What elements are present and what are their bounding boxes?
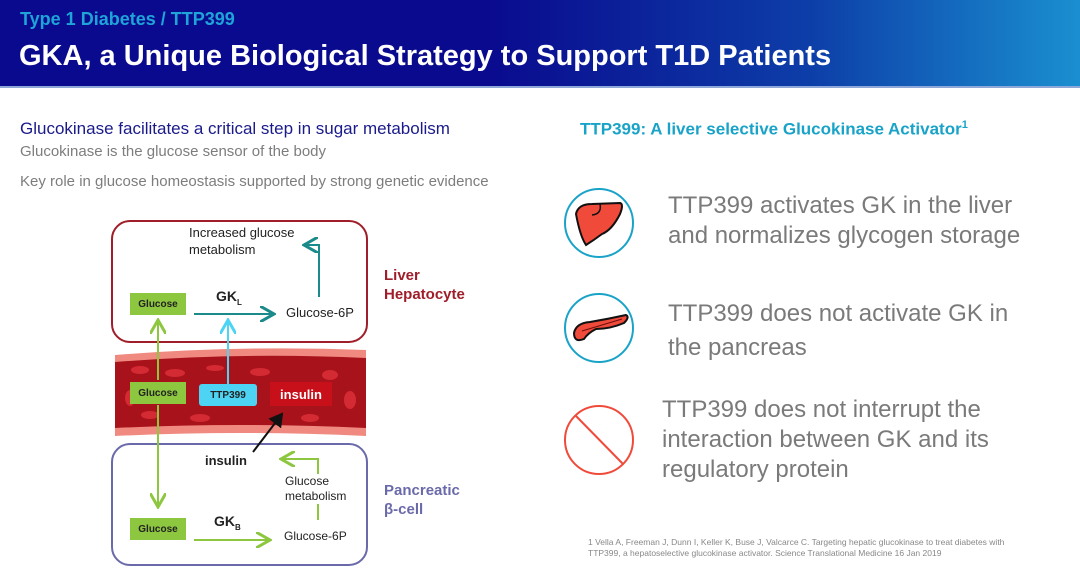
- gkb-label: GKB: [214, 513, 241, 532]
- right-title: TTP399: A liver selective Glucokinase Ac…: [580, 119, 968, 140]
- liver-cell-box: [111, 220, 368, 343]
- liver-g6p-label: Glucose-6P: [286, 305, 354, 320]
- liver-icon: [564, 188, 634, 258]
- right-title-text: TTP399: A liver selective Glucokinase Ac…: [580, 119, 962, 139]
- breadcrumb: Type 1 Diabetes / TTP399: [20, 9, 235, 29]
- gkl-text: GK: [216, 288, 237, 304]
- pancreatic-beta-cell-label: Pancreatic β-cell: [384, 481, 460, 519]
- blood-insulin-box: insulin: [270, 382, 332, 406]
- left-heading: Glucokinase facilitates a critical step …: [20, 119, 450, 138]
- point-interaction-text: TTP399 does not interrupt the interactio…: [662, 396, 989, 483]
- footnote-ref: 1: [961, 119, 968, 131]
- liver-glucose-box: Glucose: [130, 293, 186, 315]
- gkl-subscript: L: [237, 297, 242, 307]
- hepatocyte-label: Hepatocyte: [384, 286, 465, 303]
- gkl-label: GKL: [216, 288, 242, 307]
- liver-label: Liver: [384, 267, 420, 284]
- pancreas-icon: [564, 293, 634, 363]
- gkb-text: GK: [214, 513, 235, 529]
- beta-cell-label: β-cell: [384, 501, 424, 518]
- page-title: GKA, a Unique Biological Strategy to Sup…: [19, 40, 832, 72]
- beta-cell-box: [111, 443, 368, 566]
- header: Type 1 Diabetes / TTP399 GKA, a Unique B…: [0, 0, 1080, 88]
- prohibited-icon: [564, 405, 634, 475]
- gkb-subscript: B: [235, 522, 241, 532]
- left-subtext-2: Key role in glucose homeostasis supporte…: [20, 173, 489, 190]
- beta-glucose-box: Glucose: [130, 518, 186, 540]
- blood-glucose-box: Glucose: [130, 382, 186, 404]
- beta-insulin-label: insulin: [205, 453, 247, 468]
- ttp399-box: TTP399: [199, 384, 257, 406]
- footnote: 1 Vella A, Freeman J, Dunn I, Keller K, …: [588, 537, 1005, 558]
- point-liver-text: TTP399 activates GK in the liver and nor…: [668, 192, 1021, 249]
- point-pancreas-text: TTP399 does not activate GK in the pancr…: [668, 300, 1009, 361]
- pancreatic-label: Pancreatic: [384, 482, 460, 499]
- left-subtext-1: Glucokinase is the glucose sensor of the…: [20, 143, 327, 160]
- glucose-metabolism-label: Glucose metabolism: [285, 474, 347, 503]
- beta-g6p-label: Glucose-6P: [284, 529, 347, 543]
- increased-glucose-metabolism-label: Increased glucose metabolism: [189, 225, 295, 257]
